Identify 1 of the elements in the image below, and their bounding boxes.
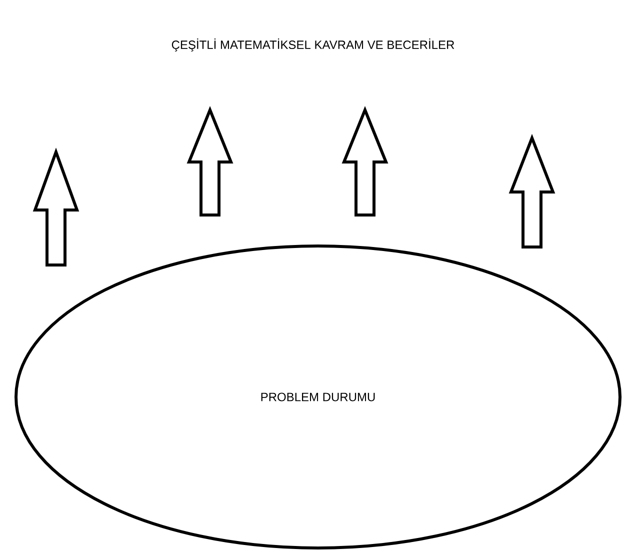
title-text: ÇEŞİTLİ MATEMATİKSEL KAVRAM VE BECERİLER [172,38,454,52]
